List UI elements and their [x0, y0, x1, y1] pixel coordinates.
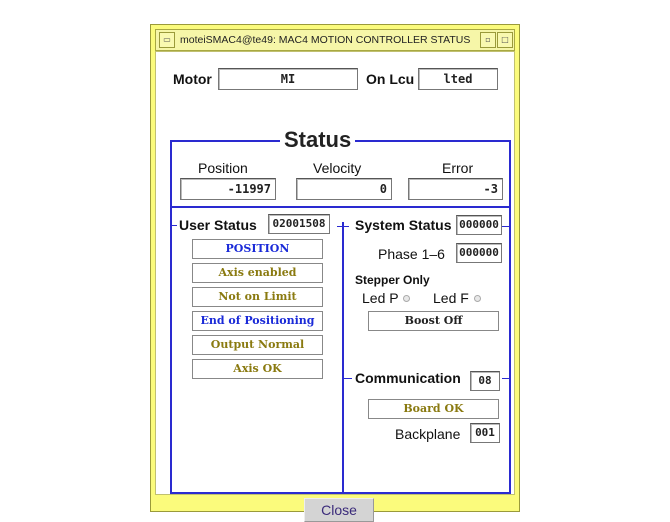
motor-label: Motor — [173, 71, 212, 87]
position-field: -11997 — [180, 178, 276, 200]
maximize-button[interactable]: □ — [497, 32, 513, 48]
column-divider — [342, 222, 344, 494]
status-panel: Status Position -11997 Velocity 0 Error … — [170, 128, 511, 494]
phase-label: Phase 1–6 — [378, 246, 445, 262]
error-label: Error — [442, 160, 474, 176]
communication-label: Communication — [355, 370, 461, 386]
lcu-field: lted — [418, 68, 498, 90]
system-status-code: 000000 — [456, 215, 502, 235]
led-p-indicator — [403, 295, 410, 302]
led-p-label: Led P — [362, 290, 399, 306]
user-status-end-positioning: End of Positioning — [192, 311, 323, 331]
backplane-label: Backplane — [395, 426, 461, 442]
user-status-axis-enabled: Axis enabled — [192, 263, 323, 283]
user-status-tick — [172, 225, 177, 226]
system-status-label: System Status — [355, 217, 452, 233]
status-title: Status — [280, 128, 356, 152]
title-bar[interactable]: ▭ moteiSMAC4@te49: MAC4 MOTION CONTROLLE… — [155, 29, 515, 51]
comm-tick — [344, 378, 352, 379]
user-status-position: POSITION — [192, 239, 323, 259]
window-client: Motor MI On Lcu lted Status Position -11… — [155, 51, 515, 522]
led-f-indicator — [474, 295, 481, 302]
motor-field: MI — [218, 68, 358, 90]
user-status-axis-ok: Axis OK — [192, 359, 323, 379]
status-window: ▭ moteiSMAC4@te49: MAC4 MOTION CONTROLLE… — [150, 24, 520, 522]
comm-tick-right — [502, 378, 509, 379]
communication-field: 08 — [470, 371, 500, 391]
system-status-tick — [337, 226, 349, 227]
backplane-field: 001 — [470, 423, 500, 443]
user-status-limit: Not on Limit — [192, 287, 323, 307]
stepper-only-label: Stepper Only — [355, 273, 430, 287]
velocity-label: Velocity — [313, 160, 362, 176]
position-label: Position — [198, 160, 248, 176]
velocity-field: 0 — [296, 178, 392, 200]
on-lcu-label: On Lcu — [366, 71, 415, 87]
phase-field: 000000 — [456, 243, 502, 263]
window-menu-button[interactable]: ▭ — [159, 32, 175, 48]
user-status-label: User Status — [179, 217, 257, 233]
boost-status: Boost Off — [368, 311, 499, 331]
window-title: moteiSMAC4@te49: MAC4 MOTION CONTROLLER … — [180, 34, 471, 46]
user-status-output: Output Normal — [192, 335, 323, 355]
board-status: Board OK — [368, 399, 499, 419]
user-status-code: 02001508 — [268, 214, 330, 234]
error-field: -3 — [408, 178, 503, 200]
close-button[interactable]: Close — [304, 498, 374, 522]
minimize-button[interactable]: ▫ — [480, 32, 496, 48]
system-status-tick-right — [502, 226, 509, 227]
panel-divider — [172, 206, 509, 208]
led-f-label: Led F — [433, 290, 469, 306]
